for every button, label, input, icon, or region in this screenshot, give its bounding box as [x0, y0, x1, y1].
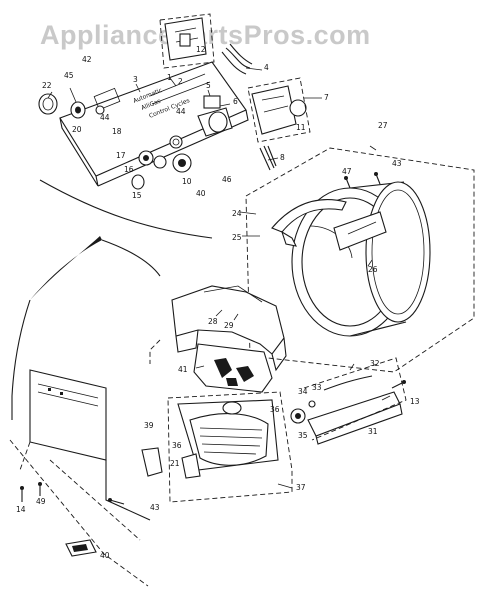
- callout-36a: 36: [270, 405, 280, 414]
- callout-17: 17: [116, 151, 126, 160]
- callout-46: 46: [222, 175, 232, 184]
- callout-16: 16: [124, 165, 134, 174]
- part-38: [141, 447, 163, 477]
- callout-20: 20: [72, 125, 82, 134]
- callout-44a: 44: [100, 113, 110, 122]
- callout-34: 34: [298, 387, 308, 396]
- callout-45: 45: [64, 71, 74, 80]
- callout-29: 29: [224, 321, 234, 330]
- callout-25: 25: [232, 233, 242, 242]
- callout-14: 14: [16, 505, 26, 514]
- switch-17: [138, 150, 167, 169]
- callout-35: 35: [298, 431, 308, 440]
- callout-8: 8: [280, 153, 285, 162]
- callout-6: 6: [233, 97, 238, 106]
- callout-5: 5: [206, 81, 211, 90]
- callout-44b: 44: [176, 107, 186, 116]
- leader-lines: [47, 67, 391, 489]
- callout-24: 24: [232, 209, 242, 218]
- callout-labels: 1 2 3 4 5 6 7 8 10 11 12 13 14 15 16 17 …: [16, 45, 420, 560]
- front-bulkhead: [149, 285, 287, 372]
- callout-33: 33: [312, 383, 322, 392]
- part-40-lower: [65, 539, 97, 557]
- wire-8: [259, 145, 277, 171]
- door-seal-41: [193, 343, 273, 393]
- callout-4: 4: [264, 63, 269, 72]
- callout-21: 21: [170, 459, 180, 468]
- screw-43-lower: [108, 498, 125, 505]
- callout-7: 7: [324, 93, 329, 102]
- callout-3: 3: [133, 75, 138, 84]
- callout-42: 42: [82, 55, 92, 64]
- callout-27: 27: [378, 121, 388, 130]
- module-7: [247, 77, 311, 143]
- callout-49: 49: [36, 497, 46, 506]
- callout-1: 1: [167, 73, 172, 82]
- callout-40b: 40: [100, 551, 110, 560]
- callout-2: 2: [178, 77, 183, 86]
- screw-14: [20, 486, 24, 502]
- callout-39: 39: [144, 421, 154, 430]
- callout-36b: 36: [172, 441, 182, 450]
- screw-49: [38, 482, 42, 496]
- callout-15: 15: [132, 191, 142, 200]
- callout-26: 26: [368, 265, 378, 274]
- knob-22: [38, 93, 58, 115]
- lint-housing: [167, 391, 293, 503]
- callout-43b: 43: [150, 503, 160, 512]
- access-panel: [9, 369, 151, 587]
- callout-32: 32: [370, 359, 380, 368]
- screw-43-top: [374, 172, 381, 185]
- callout-22: 22: [42, 81, 52, 90]
- timer-switch: [159, 13, 215, 69]
- button-15: [131, 174, 145, 190]
- callout-28: 28: [208, 317, 218, 326]
- cabinet-outline: [11, 179, 213, 420]
- screw-43-right: [391, 380, 406, 389]
- callout-18: 18: [112, 127, 122, 136]
- part-21: [181, 453, 201, 479]
- drum-baffle: [271, 199, 347, 247]
- bracket-31: [290, 357, 407, 445]
- drum-support-26: [333, 211, 387, 251]
- callout-10: 10: [182, 177, 192, 186]
- part-10: [172, 153, 192, 173]
- callout-13: 13: [410, 397, 420, 406]
- screw-47: [344, 176, 351, 189]
- wire-harness: [221, 43, 253, 75]
- knob-20: [70, 101, 86, 119]
- callout-11: 11: [296, 123, 306, 132]
- callout-12: 12: [196, 45, 206, 54]
- callout-41: 41: [178, 365, 188, 374]
- callout-47: 47: [342, 167, 352, 176]
- callout-37: 37: [296, 483, 306, 492]
- motor-switch: [197, 95, 233, 137]
- callout-40a: 40: [196, 189, 206, 198]
- callout-31: 31: [368, 427, 378, 436]
- callout-43a: 43: [392, 159, 402, 168]
